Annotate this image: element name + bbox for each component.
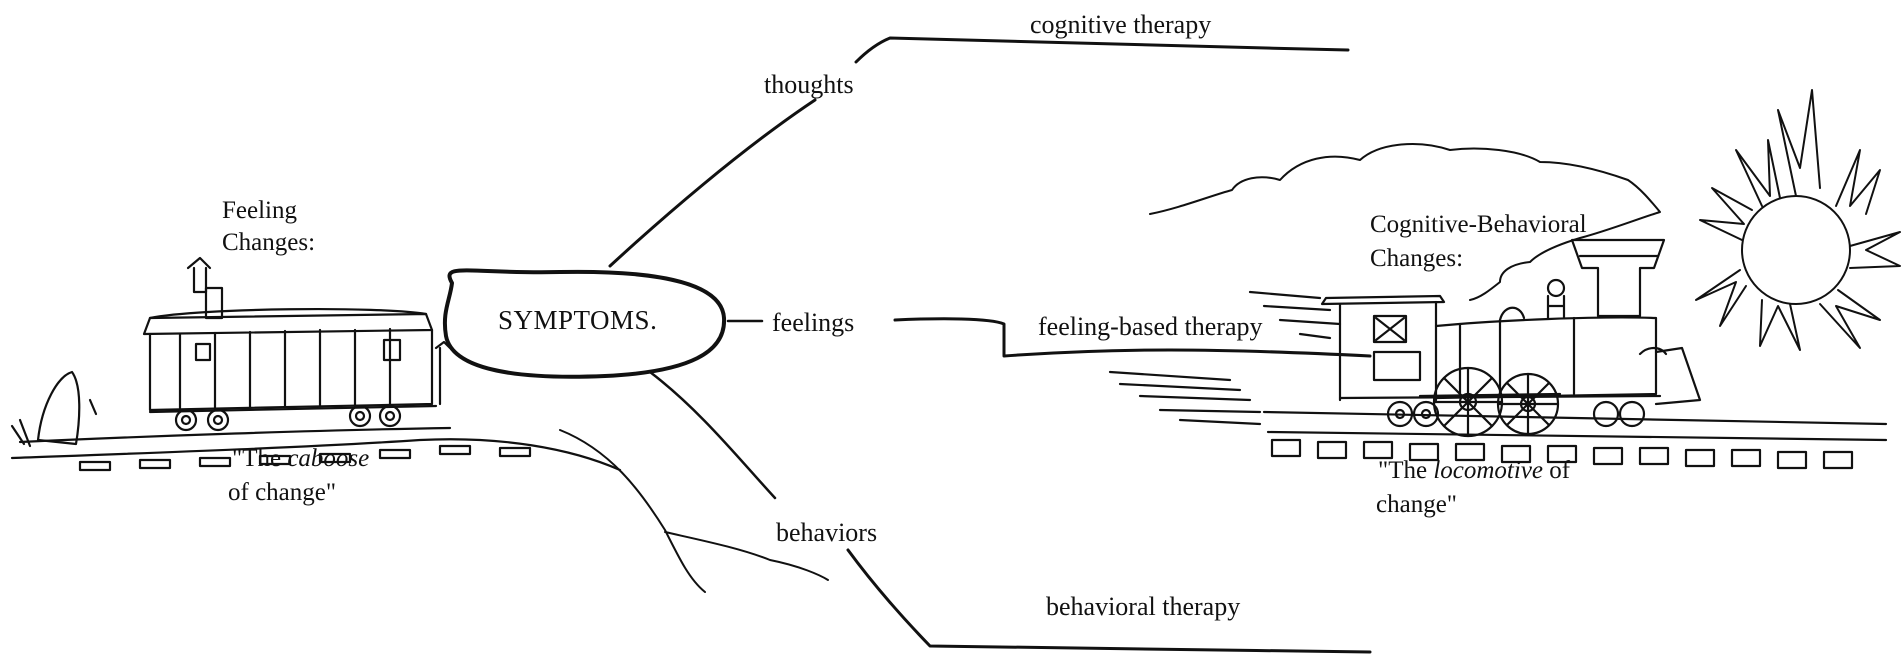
connector-behaviors bbox=[650, 372, 775, 498]
locomotive-caption-italic: locomotive bbox=[1433, 457, 1543, 484]
caboose-caption-open: "The bbox=[232, 445, 287, 472]
locomotive-caption-open: "The bbox=[1378, 457, 1433, 484]
locomotive-caption-line2: change" bbox=[1376, 490, 1457, 520]
caboose-caption-line2: of change" bbox=[228, 478, 336, 508]
feeling-changes-heading-line1: Feeling bbox=[222, 196, 297, 226]
sun-icon bbox=[1696, 90, 1900, 350]
caboose-caption-line1: "The caboose bbox=[232, 444, 369, 474]
feeling-based-therapy-label: feeling-based therapy bbox=[1038, 312, 1263, 342]
behavioral-therapy-label: behavioral therapy bbox=[1046, 592, 1240, 622]
connector-thoughts bbox=[610, 100, 815, 266]
caboose-caption-italic: caboose bbox=[287, 445, 369, 472]
feelings-label: feelings bbox=[772, 308, 854, 338]
cognitive-behavioral-heading-line1: Cognitive-Behavioral bbox=[1370, 210, 1587, 240]
caboose-train-icon bbox=[12, 258, 620, 470]
locomotive-caption-close: of bbox=[1543, 457, 1570, 484]
cognitive-therapy-label: cognitive therapy bbox=[1030, 10, 1211, 40]
cognitive-behavioral-heading-line2: Changes: bbox=[1370, 244, 1463, 274]
locomotive-caption-line1: "The locomotive of bbox=[1378, 456, 1570, 486]
symptoms-label: SYMPTOMS. bbox=[498, 305, 657, 335]
behaviors-label: behaviors bbox=[776, 518, 877, 548]
feeling-changes-heading-line2: Changes: bbox=[222, 228, 315, 258]
locomotive-train-icon bbox=[1110, 240, 1886, 468]
road-line bbox=[560, 430, 705, 592]
connector-cognitive-therapy bbox=[856, 38, 1348, 62]
thoughts-label: thoughts bbox=[764, 70, 854, 100]
